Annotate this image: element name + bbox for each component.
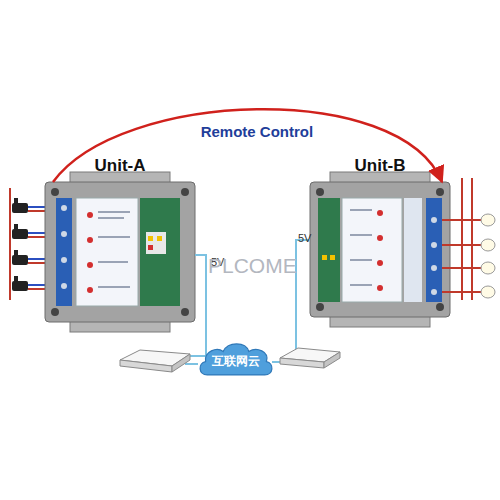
unit-a-enclosure — [45, 172, 195, 332]
unit-heading: Unit-B — [355, 156, 406, 176]
network-cables — [182, 240, 312, 364]
cloud-text-wrap: 互联网云 — [212, 353, 260, 370]
cloud-label: 互联网云 — [212, 353, 260, 370]
lamps — [442, 178, 495, 300]
edge-label: Remote Control — [199, 123, 316, 140]
unit-heading: Unit-A — [95, 156, 146, 176]
controller-unit: Unit-A — [45, 182, 195, 322]
watermark: PLCOME — [208, 254, 297, 278]
voltage-label: 5V — [298, 232, 311, 244]
remote-control-arrow — [53, 109, 442, 182]
internet-cloud: 互联网云 — [196, 338, 276, 380]
controller-unit: Unit-B — [310, 182, 450, 317]
unit-b-enclosure — [310, 172, 450, 327]
cloud-outline — [200, 344, 272, 375]
